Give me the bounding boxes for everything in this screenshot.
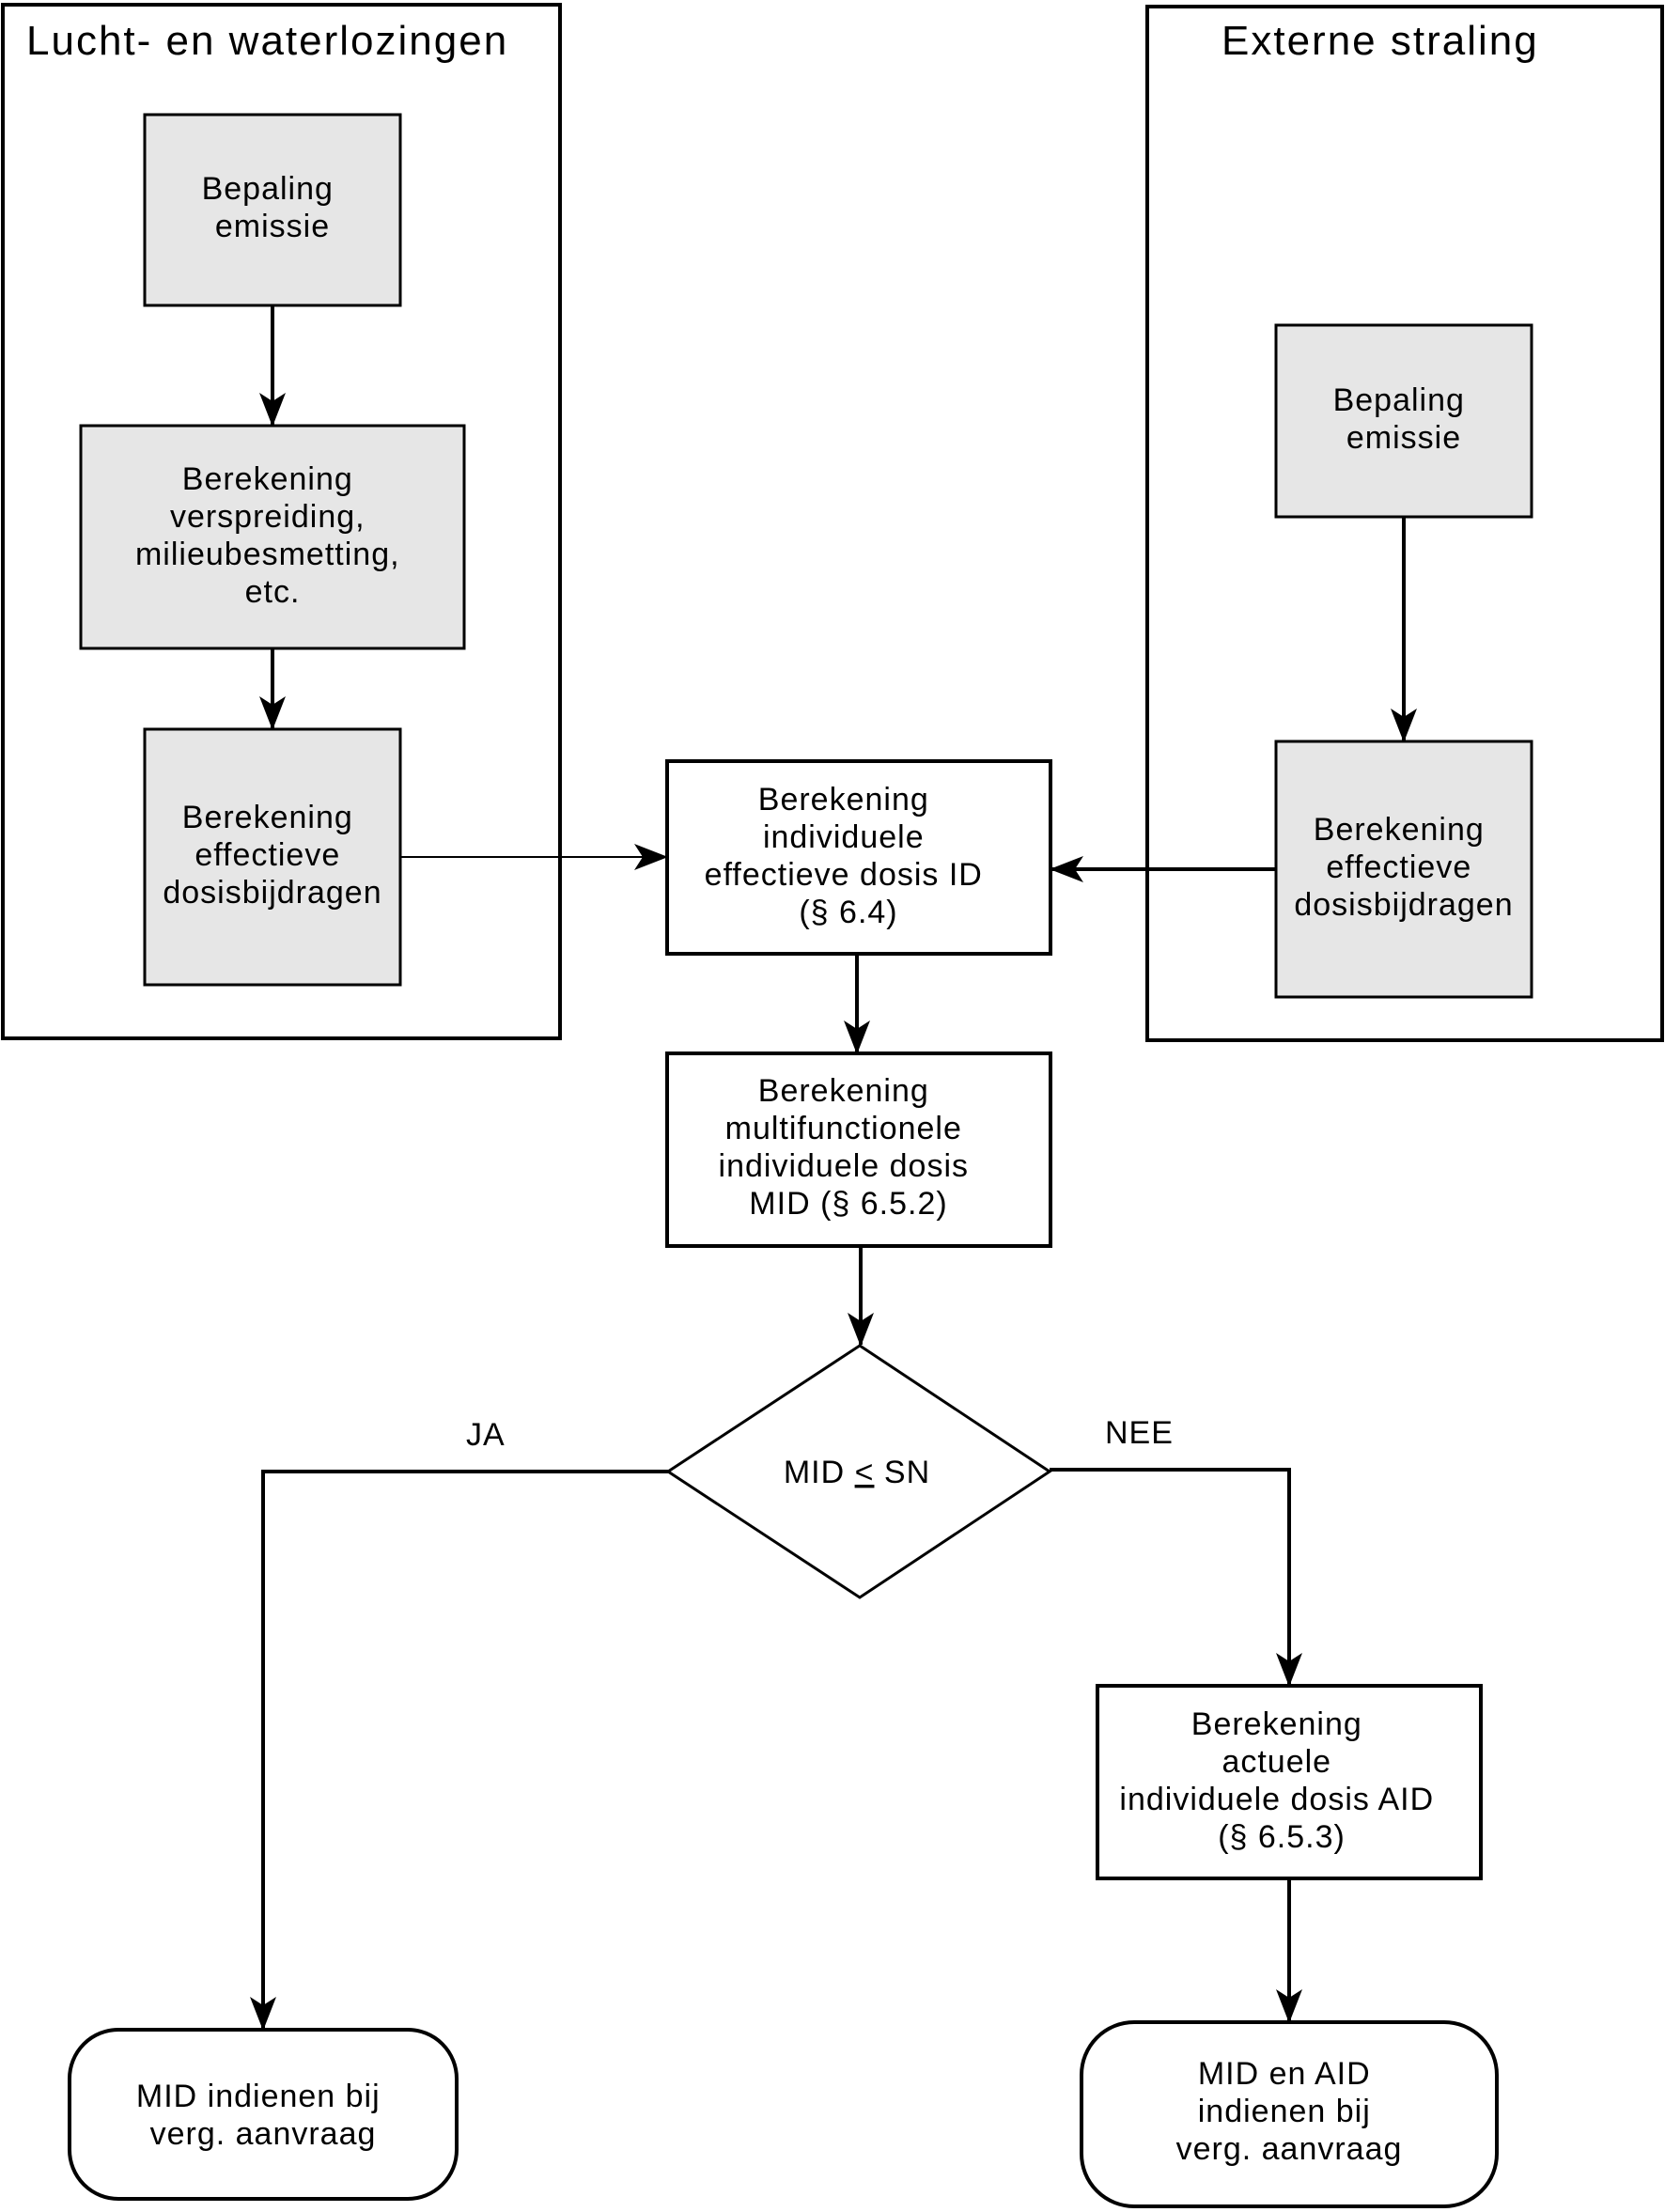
aid-calc-text: Berekening actuele individuele dosis AID… — [1119, 1706, 1443, 1855]
edge-label-no: NEE — [1105, 1415, 1174, 1451]
left-emission-box — [143, 113, 402, 307]
group-right-container — [1145, 5, 1664, 1042]
left-dose-text: Berekening effectieve dosisbijdragen — [163, 800, 381, 911]
group-left-container — [1, 3, 562, 1040]
mid-calc-text: Berekening multifunctionele individuele … — [719, 1073, 979, 1222]
end-left-box — [68, 2028, 459, 2201]
right-dose-text: Berekening effectieve dosisbijdragen — [1294, 812, 1513, 923]
id-calc-box — [665, 759, 1052, 956]
right-dose-box — [1274, 740, 1533, 999]
group-left-title: Lucht- en waterlozingen — [26, 18, 508, 64]
mid-calc-box — [665, 1051, 1052, 1248]
group-right-title: Externe straling — [1222, 18, 1539, 64]
decision-diamond — [665, 1344, 1052, 1599]
edge-label-yes: JA — [466, 1417, 506, 1453]
right-emission-text: Bepaling emissie — [1333, 382, 1475, 456]
aid-calc-box — [1096, 1684, 1483, 1880]
left-emission-text: Bepaling emissie — [202, 171, 344, 244]
left-dose-box — [143, 727, 402, 987]
left-spread-text: Berekening verspreiding, milieubesmettin… — [135, 461, 410, 610]
arrow-decision-no-to-aid — [1050, 1468, 1302, 1687]
end-right-text: MID en AID indienen bij verg. aanvraag — [1176, 2056, 1403, 2167]
id-calc-text: Berekening individuele effectieve dosis … — [705, 782, 993, 930]
arrow-decision-yes-to-end-left — [250, 1470, 668, 2031]
end-left-text: MID indienen bij verg. aanvraag — [136, 2079, 390, 2152]
decision-text: MID < SN — [784, 1455, 930, 1490]
left-spread-box — [79, 424, 466, 650]
